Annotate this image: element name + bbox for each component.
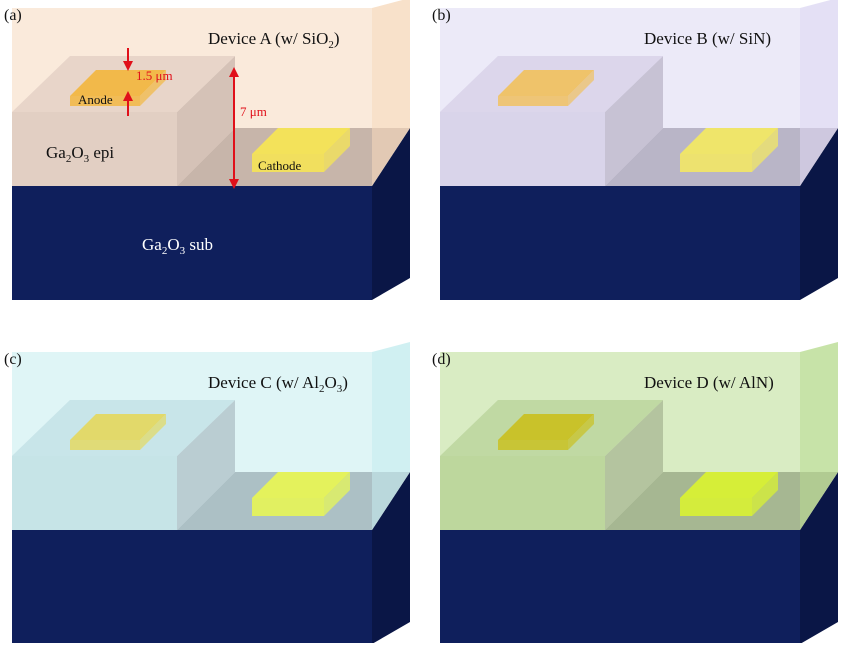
anode-side: [140, 70, 166, 106]
cathode-side: [324, 128, 350, 172]
substrate-front: [440, 186, 800, 300]
cathode-top: [252, 128, 350, 154]
device-title: Device B (w/ SiN): [644, 29, 771, 48]
epi-thickness-label: 7 μm: [240, 104, 267, 119]
epi-label: Ga2O3 epi: [46, 143, 114, 165]
anode-top: [498, 70, 594, 96]
cathode-top: [680, 128, 778, 154]
device-panel-d: (d) Device D (w/ AlN): [432, 342, 838, 644]
cathode-side: [752, 128, 778, 172]
anode-front: [498, 96, 568, 106]
anode-side: [568, 414, 594, 450]
passivation-side: [372, 342, 410, 530]
passivation-mesa-tint: [440, 112, 605, 186]
anode-top: [498, 414, 594, 440]
cathode-top: [252, 472, 350, 498]
cathode-side: [752, 472, 778, 516]
substrate-front: [440, 530, 800, 644]
anode-front: [498, 440, 568, 450]
substrate-side: [800, 472, 838, 644]
substrate-side: [372, 128, 410, 300]
substrate-side: [800, 128, 838, 300]
passivation-side: [800, 342, 838, 530]
substrate-side: [372, 472, 410, 644]
anode-front: [70, 440, 140, 450]
panel-label: (c): [4, 351, 22, 368]
cathode-front: [252, 498, 324, 516]
cathode-front: [252, 154, 324, 172]
passivation-side: [372, 0, 410, 186]
device-title: Device D (w/ AlN): [644, 373, 774, 392]
passivation-mesa-tint: [440, 456, 605, 530]
cathode-front: [680, 154, 752, 172]
anode-top: [70, 70, 166, 96]
panel-label: (a): [4, 7, 22, 24]
anode-side: [568, 70, 594, 106]
anode-side: [140, 414, 166, 450]
cathode-side: [324, 472, 350, 516]
anode-label: Anode: [78, 92, 113, 107]
device-title: Device A (w/ SiO2): [208, 29, 340, 51]
panel-label: (b): [432, 7, 451, 24]
anode-front: [70, 96, 140, 106]
substrate-label: Ga2O3 sub: [142, 235, 213, 257]
substrate-front: [12, 186, 372, 300]
panel-label: (d): [432, 351, 451, 368]
substrate-front: [12, 530, 372, 644]
anode-top: [70, 414, 166, 440]
anode-thickness-label: 1.5 μm: [136, 68, 173, 83]
cathode-top: [680, 472, 778, 498]
cathode-front: [680, 498, 752, 516]
cathode-label: Cathode: [258, 158, 302, 173]
passivation-mesa-tint: [12, 456, 177, 530]
device-title: Device C (w/ Al2O3): [208, 373, 348, 395]
passivation-side: [800, 0, 838, 186]
device-panel-b: (b) Device B (w/ SiN): [432, 0, 838, 300]
device-panel-c: (c) Device C (w/ Al2O3): [4, 342, 410, 644]
